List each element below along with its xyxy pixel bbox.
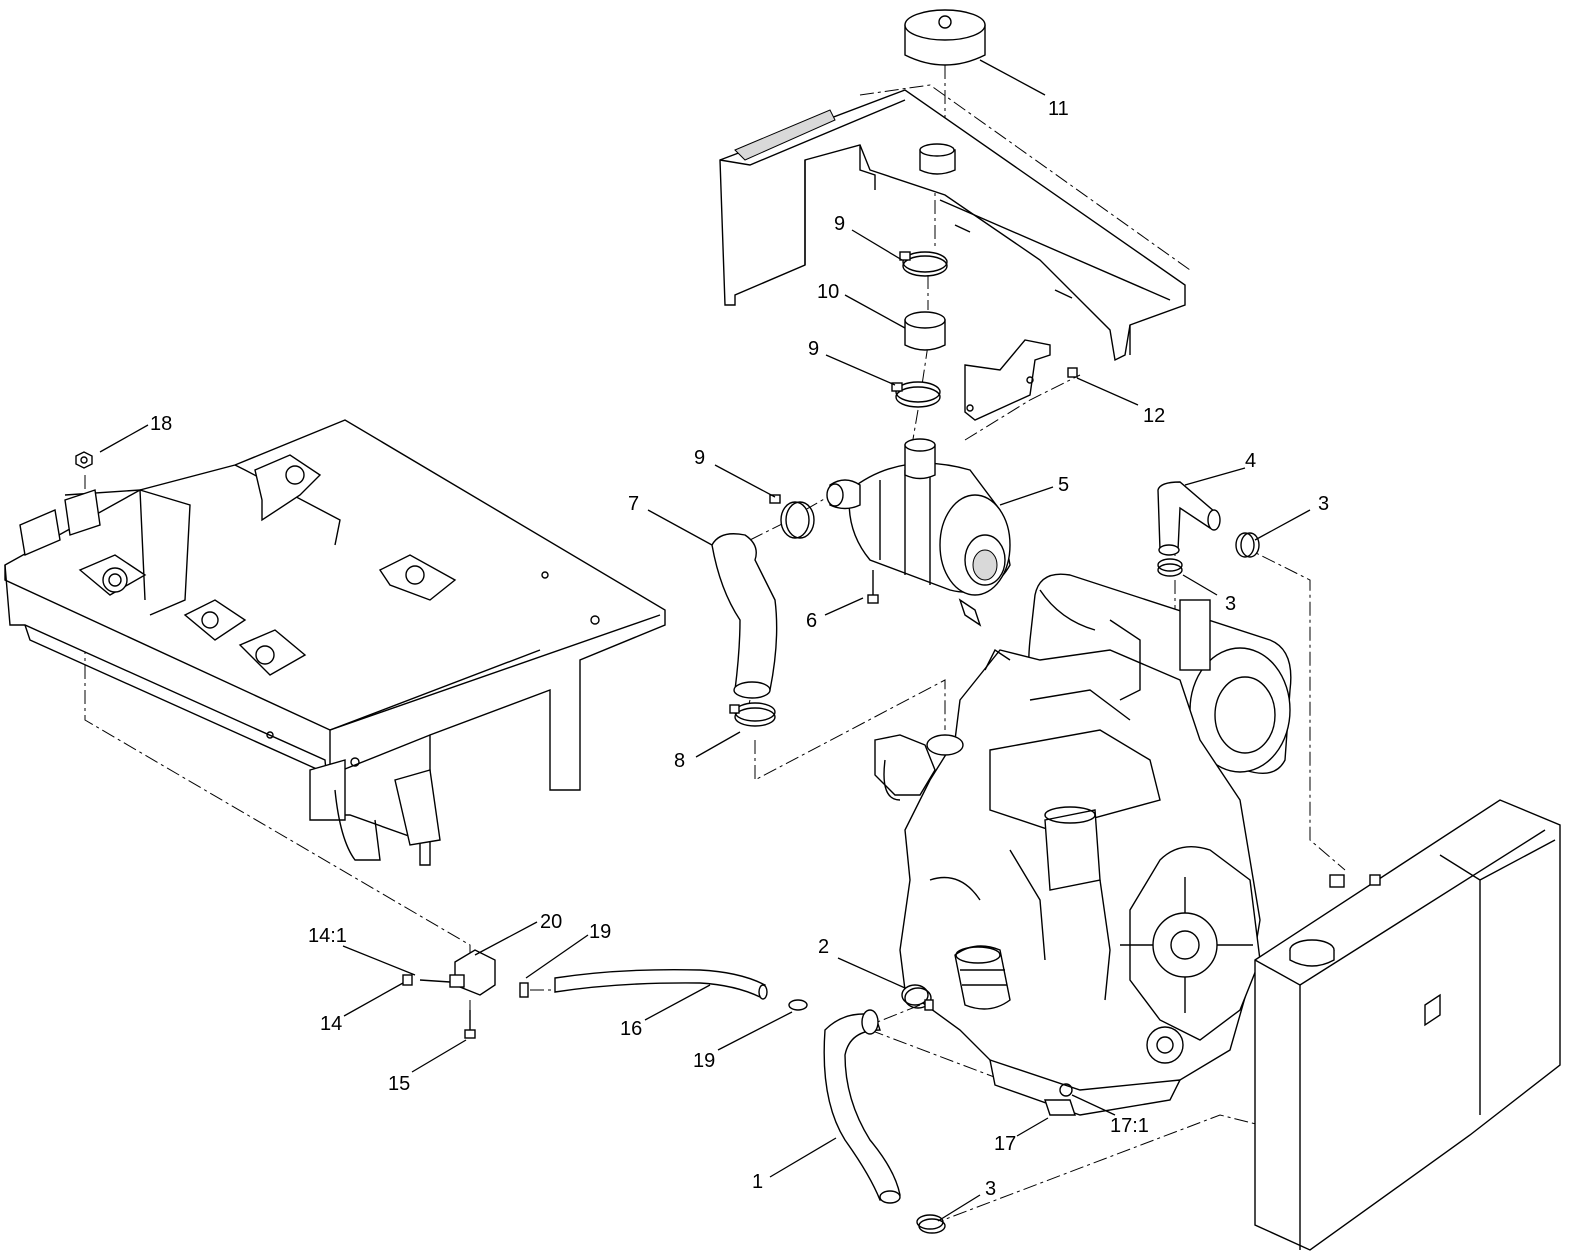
callout-14: 14 bbox=[320, 1013, 342, 1035]
callout-5: 5 bbox=[1058, 474, 1069, 496]
engine-frame bbox=[4, 419, 666, 866]
screw-6 bbox=[867, 570, 879, 604]
callout-1: 1 bbox=[752, 1171, 763, 1193]
callout-18: 18 bbox=[150, 413, 172, 435]
callout-labels: 11 9 10 9 12 18 9 4 5 3 7 3 6 8 20 19 14… bbox=[150, 98, 1329, 1200]
hose-clamp-19-left bbox=[519, 982, 529, 998]
precleaner-cap bbox=[904, 9, 986, 66]
callout-7: 7 bbox=[628, 493, 639, 515]
callout-3-middle: 3 bbox=[1225, 593, 1236, 615]
callout-11: 11 bbox=[1048, 98, 1069, 120]
nut-18 bbox=[75, 451, 93, 469]
callout-9-left: 9 bbox=[694, 447, 705, 469]
callout-15: 15 bbox=[388, 1073, 410, 1095]
drain-hose-16 bbox=[554, 968, 768, 1000]
fitting-14 bbox=[402, 974, 413, 986]
callout-3-right: 3 bbox=[1318, 493, 1329, 515]
callout-leader-lines bbox=[99, 59, 1311, 1222]
callout-14-1: 14:1 bbox=[308, 925, 347, 947]
lower-radiator-hose bbox=[823, 1009, 901, 1204]
callout-9-upper: 9 bbox=[834, 213, 845, 235]
hose-clamp-2 bbox=[901, 984, 934, 1011]
engine-shroud-panel bbox=[719, 89, 1186, 362]
callout-9-middle: 9 bbox=[808, 338, 819, 360]
callout-16: 16 bbox=[620, 1018, 642, 1040]
callout-12: 12 bbox=[1143, 405, 1165, 427]
hose-clamp-left bbox=[769, 494, 815, 539]
callout-8: 8 bbox=[674, 750, 685, 772]
hose-clamp-19-right bbox=[788, 999, 808, 1011]
intake-hose-short bbox=[904, 311, 946, 351]
callout-10: 10 bbox=[817, 281, 839, 303]
hose-clamp-8 bbox=[729, 702, 776, 727]
callout-19-upper: 19 bbox=[589, 921, 611, 943]
drain-valve-bracket bbox=[419, 949, 496, 996]
bolt-15 bbox=[464, 1010, 476, 1039]
intake-sleeve bbox=[919, 143, 956, 175]
callout-19-lower: 19 bbox=[693, 1050, 715, 1072]
callout-4: 4 bbox=[1245, 450, 1256, 472]
callout-2: 2 bbox=[818, 936, 829, 958]
callout-17: 17 bbox=[994, 1133, 1016, 1155]
engine-block bbox=[874, 573, 1292, 1116]
callout-3-bottom: 3 bbox=[985, 1178, 996, 1200]
drain-fitting-17 bbox=[1044, 1083, 1076, 1116]
air-cleaner-bracket bbox=[964, 339, 1078, 421]
coolant-elbow-hose bbox=[1157, 481, 1221, 556]
callout-6: 6 bbox=[806, 610, 817, 632]
callout-20: 20 bbox=[540, 911, 562, 933]
hose-clamp-3-right bbox=[1235, 532, 1260, 558]
intake-hose-elbow bbox=[711, 533, 778, 699]
callout-17-1: 17:1 bbox=[1110, 1115, 1149, 1137]
hose-clamp-3-middle bbox=[1157, 558, 1183, 577]
radiator bbox=[1254, 799, 1561, 1251]
hose-clamp-upper bbox=[899, 251, 948, 277]
hose-clamp-middle bbox=[891, 381, 941, 408]
hose-clamp-3-bottom bbox=[916, 1214, 946, 1234]
air-cleaner-assembly bbox=[826, 438, 1011, 627]
